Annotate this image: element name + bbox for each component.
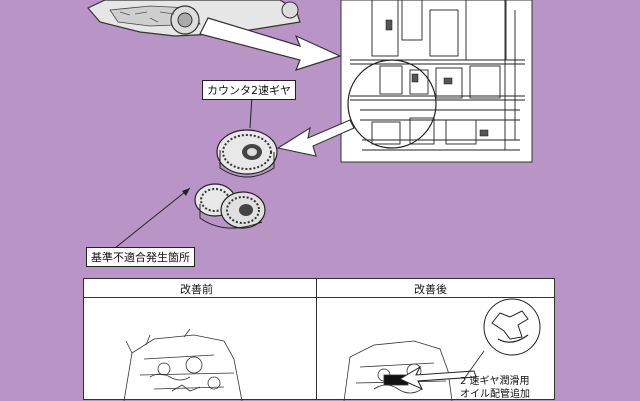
after-heading: 改善後 [414,283,447,296]
comparison-drawings [123,298,541,401]
leader-zoom [463,350,485,380]
oil-pipe-zoom-circle [483,298,541,356]
oil-pipe-arrow [398,365,477,391]
arrow-car-to-transmission [199,17,342,71]
counter-gear-lower [194,183,266,229]
arrow-circle-to-gear [276,119,355,157]
leader-defect-arrowhead [182,188,190,196]
counter-second-gear [216,129,278,178]
comparison-header: 改善前 改善後 [84,279,554,298]
defect-location-label: 基準不適合発生箇所 [86,247,195,267]
improvement-note: 2 速ギヤ潤滑用 オイル配管追加 [460,375,530,401]
before-heading: 改善前 [180,283,213,296]
improvement-note-line1: 2 速ギヤ潤滑用 [460,376,530,387]
transmission-cross-section [340,0,533,163]
engine-before-illustration [123,328,243,401]
comparison-panel: 改善前 改善後 [83,278,555,401]
engine-after-illustration [343,340,453,401]
panel-divider [316,279,317,399]
counter-gear-label: カウンタ2速ギヤ [202,80,296,100]
leader-counter-gear [249,95,253,129]
car-illustration [87,0,301,37]
improvement-note-line2: オイル配管追加 [460,389,530,400]
